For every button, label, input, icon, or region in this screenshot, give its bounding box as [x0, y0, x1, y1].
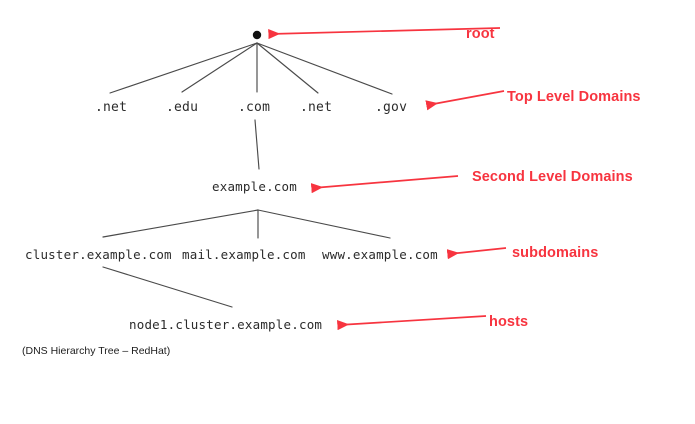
node-tld-gov: .gov: [375, 100, 408, 115]
annotation-arrows-layer: [268, 27, 507, 331]
annotation-label-subdomains: subdomains: [512, 245, 599, 261]
annotation-label-root: root: [466, 26, 495, 42]
node-tld-edu: .edu: [166, 100, 199, 115]
edge-example-cluster: [102, 209, 259, 238]
root-to-tld-edges: [109, 42, 393, 95]
edge-root-net1: [109, 42, 258, 94]
node-subdomain-mail: mail.example.com: [182, 247, 306, 262]
annotation-label-second-level-domains: Second Level Domains: [472, 169, 633, 185]
node-sld-example-com: example.com: [212, 179, 297, 194]
arrow-sld: [310, 175, 459, 194]
node-subdomain-cluster: cluster.example.com: [25, 247, 172, 262]
arrow-subdomains: [446, 247, 507, 260]
annotation-label-hosts: hosts: [489, 314, 529, 330]
node-tld-net-1: .net: [95, 100, 128, 115]
example-to-subdomain-edges: [102, 209, 391, 239]
com-to-example-edge: [254, 119, 260, 170]
edge-root-gov: [256, 42, 393, 95]
arrow-root: [268, 27, 501, 40]
edge-com-example: [254, 119, 260, 170]
edge-root-net2: [256, 42, 319, 94]
figure-caption: (DNS Hierarchy Tree – RedHat): [22, 345, 171, 357]
node-subdomain-www: www.example.com: [322, 247, 438, 262]
arrow-tld: [425, 90, 505, 111]
arrow-hosts: [336, 315, 487, 331]
root-dot: [252, 30, 262, 40]
cluster-to-node1-edge: [102, 266, 233, 308]
edge-root-edu: [181, 42, 258, 93]
node-tld-net-2: .net: [300, 100, 333, 115]
annotation-label-top-level-domains: Top Level Domains: [507, 89, 641, 105]
node-tld-com: .com: [238, 100, 271, 115]
edge-cluster-node1: [102, 266, 233, 308]
edge-example-www: [257, 209, 391, 239]
node-host-node1: node1.cluster.example.com: [129, 317, 323, 332]
